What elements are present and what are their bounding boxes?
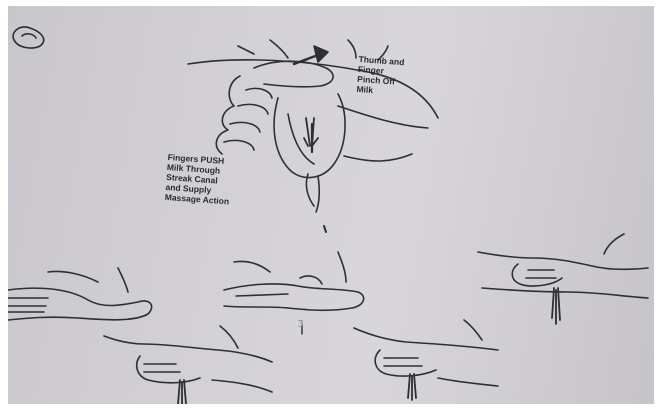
thumb-pinch-caption: Thumb and Finger Pinch Off Milk	[356, 54, 404, 97]
hand-step-5	[354, 320, 498, 400]
figure-number-mark: 3	[298, 318, 304, 330]
hand-step-4	[104, 326, 272, 404]
corner-scribble	[13, 27, 44, 48]
fingers-push-caption: Fingers PUSH Milk Through Streak Canal a…	[165, 152, 233, 206]
illustration	[8, 6, 654, 404]
paper-sheet: Thumb and Finger Pinch Off Milk Fingers …	[8, 6, 654, 404]
hand-step-2	[224, 252, 364, 334]
hand-step-3	[478, 234, 648, 324]
hand-step-1	[8, 268, 152, 320]
